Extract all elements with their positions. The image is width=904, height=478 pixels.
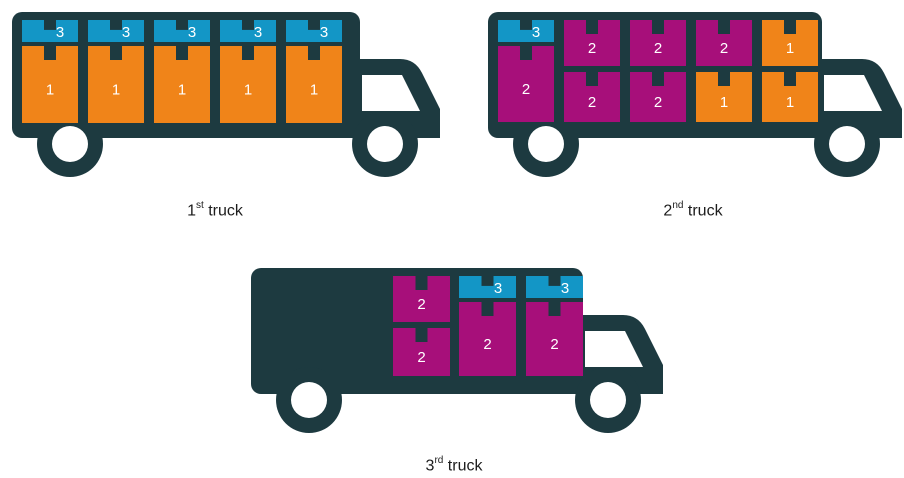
truck-3: 2 2 3 2 3 2 bbox=[0, 0, 904, 440]
truck-3-graphic: 2 2 3 2 3 2 bbox=[0, 0, 904, 440]
truck-3-top-box-3-label: 3 bbox=[561, 280, 569, 297]
truck-3-caption-word: truck bbox=[448, 457, 483, 474]
truck-3-top-box-3: 3 bbox=[526, 276, 583, 298]
truck-3-front-hubcap bbox=[590, 382, 626, 418]
truck-3-bottom-box-3: 2 bbox=[526, 302, 583, 376]
truck-3-bottom-box-1-label: 2 bbox=[417, 349, 425, 366]
truck-3-caption-suffix: rd bbox=[434, 455, 443, 466]
truck-3-bottom-box-3-label: 2 bbox=[550, 336, 558, 353]
truck-3-bottom-box-1: 2 bbox=[393, 328, 450, 376]
truck-3-body bbox=[251, 268, 663, 433]
truck-3-top-box-1: 2 bbox=[393, 276, 450, 322]
truck-3-top-box-2: 3 bbox=[459, 276, 516, 298]
truck-3-top-box-1-label: 2 bbox=[417, 296, 425, 313]
truck-3-rear-hubcap bbox=[291, 382, 327, 418]
truck-3-caption: 3rd truck bbox=[354, 456, 554, 475]
truck-3-top-box-2-label: 3 bbox=[494, 280, 502, 297]
truck-3-bottom-box-2: 2 bbox=[459, 302, 516, 376]
truck-3-bottom-box-2-label: 2 bbox=[483, 336, 491, 353]
